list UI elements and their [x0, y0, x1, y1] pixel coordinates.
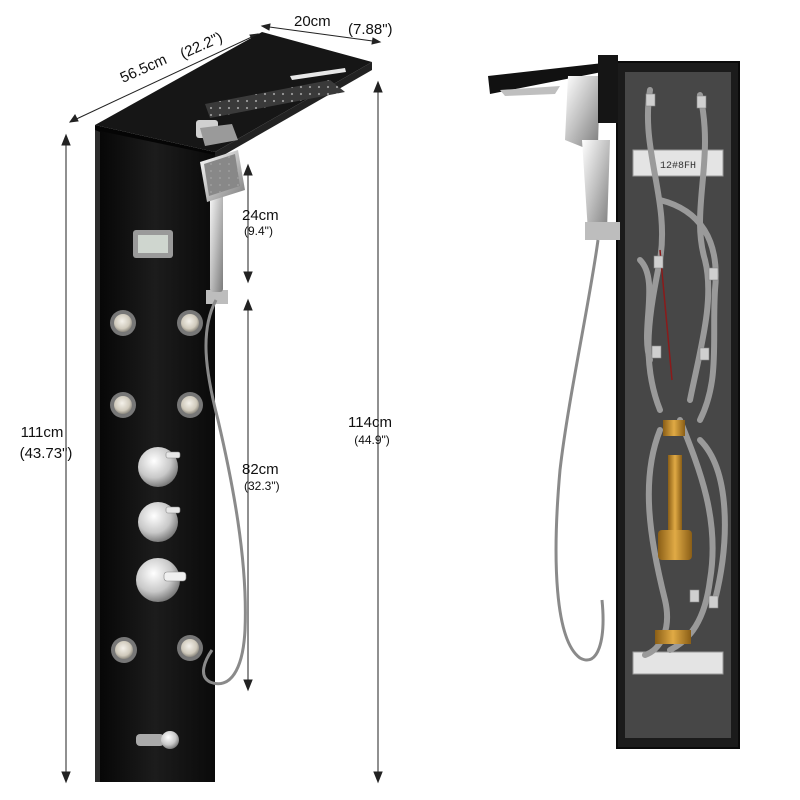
dimension-lines [61, 23, 383, 784]
dim-jets-in: (32.3") [244, 479, 280, 493]
handheld-shower[interactable] [196, 120, 245, 304]
top-bracket: 12#8FH [632, 149, 724, 177]
dim-jets-cm: 82cm [242, 461, 279, 478]
bottom-bracket [632, 651, 724, 675]
dim-handheld-in: (9.4") [244, 224, 273, 238]
back-shower-panel: 12#8FH [488, 55, 740, 749]
bracket-label: 12#8FH [660, 161, 696, 172]
dim-panel-in: (43.73") [19, 445, 73, 462]
dim-total-in: (44.9") [354, 433, 390, 447]
tub-spout [136, 731, 179, 749]
dim-panel-cm: 111cm [20, 424, 64, 441]
hose-fittings [645, 93, 719, 609]
control-knobs [136, 447, 187, 602]
back-shower-hose [554, 239, 605, 662]
dim-top-depth-cm: 20cm [294, 13, 331, 30]
dim-handheld-cm: 24cm [242, 207, 279, 224]
temperature-knob[interactable] [136, 558, 180, 602]
front-shower-panel [95, 32, 372, 782]
body-jets [110, 310, 203, 663]
dim-total-cm: 114cm [348, 414, 392, 431]
dim-top-depth-in: (7.88") [348, 21, 393, 38]
shower-hose [202, 299, 247, 686]
brass-valve [655, 420, 692, 644]
